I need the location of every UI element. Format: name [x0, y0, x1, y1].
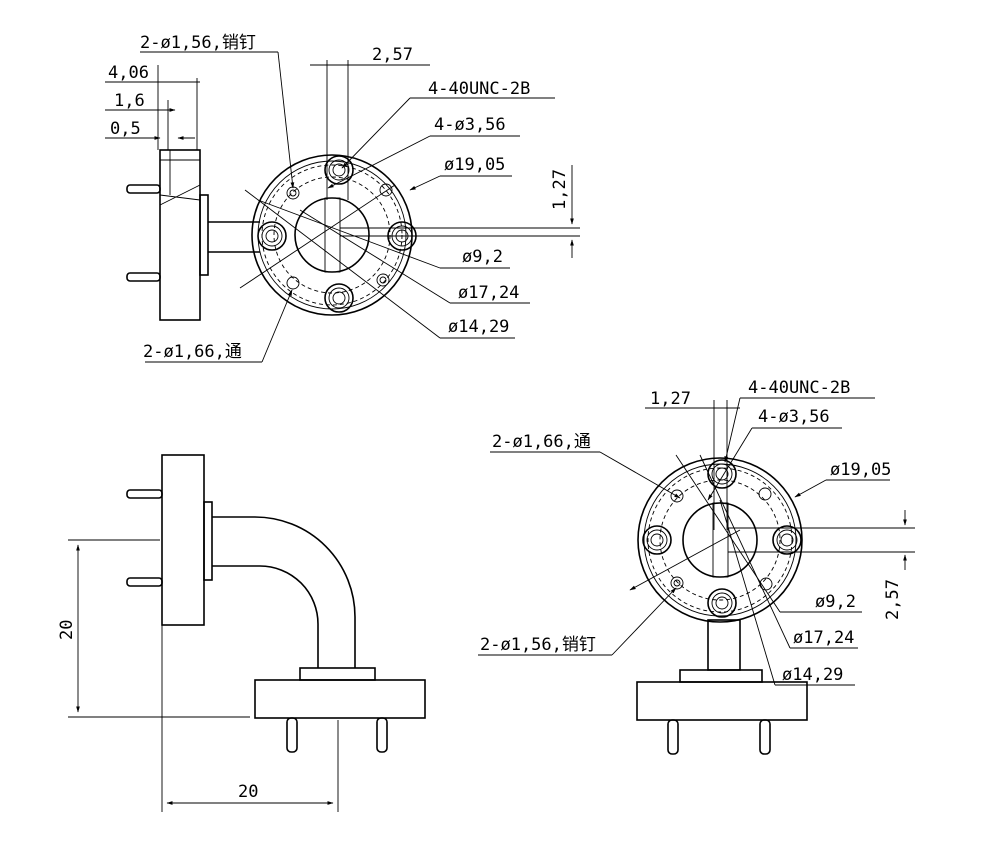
side-elbow-inner: [212, 565, 319, 668]
side-elbow-outer: [212, 516, 356, 668]
right-dia-14: ø14,29: [782, 665, 843, 685]
top-dim-1-6: 1,6: [114, 91, 145, 111]
top-hole-label: 4-ø3,56: [434, 115, 506, 135]
top-dia-17: ø17,24: [458, 283, 519, 303]
right-pin-label: 2-ø1,56,销钉: [480, 635, 596, 655]
right-dim-2-57: 2,57: [883, 579, 903, 620]
top-through-label: 2-ø1,66,通: [143, 342, 242, 362]
view-side: 20 20: [57, 454, 426, 812]
top-dim-2-57: 2,57: [372, 45, 413, 65]
top-pin-label: 2-ø1,56,销钉: [140, 33, 256, 53]
top-flange-profile: [126, 149, 260, 321]
right-flange-face: [637, 457, 803, 623]
side-flange-horizontal: [254, 679, 426, 719]
right-hole-label: 4-ø3,56: [758, 407, 830, 427]
side-dim-width: 20: [238, 782, 258, 802]
top-dim-1-27: 1,27: [550, 169, 570, 210]
top-dim-0-5: 0,5: [110, 119, 141, 139]
top-dia-inner: ø9,2: [462, 247, 503, 267]
top-flange-face: [251, 154, 417, 316]
top-dim-4-06: 4,06: [108, 63, 149, 83]
right-dia-17: ø17,24: [793, 628, 854, 648]
right-dia-outer: ø19,05: [830, 460, 891, 480]
view-top: 2-ø1,56,销钉 4,06 1,6 0,5 2,57 4-40UNC-2B …: [105, 33, 580, 363]
view-right: 1,27 4-40UNC-2B 4-ø3,56 2-ø1,66,通 ø19,05…: [478, 378, 915, 755]
side-dim-height: 20: [57, 620, 77, 640]
right-dia-inner: ø9,2: [815, 592, 856, 612]
top-dia-14: ø14,29: [448, 317, 509, 337]
right-thread-label: 4-40UNC-2B: [748, 378, 850, 398]
side-flange-vertical: [161, 454, 205, 626]
top-thread-label: 4-40UNC-2B: [428, 79, 530, 99]
right-dim-1-27: 1,27: [650, 389, 691, 409]
right-through-label: 2-ø1,66,通: [492, 432, 591, 452]
top-dimensions: [105, 51, 580, 363]
top-dia-outer: ø19,05: [444, 155, 505, 175]
right-dimensions: [478, 397, 915, 686]
